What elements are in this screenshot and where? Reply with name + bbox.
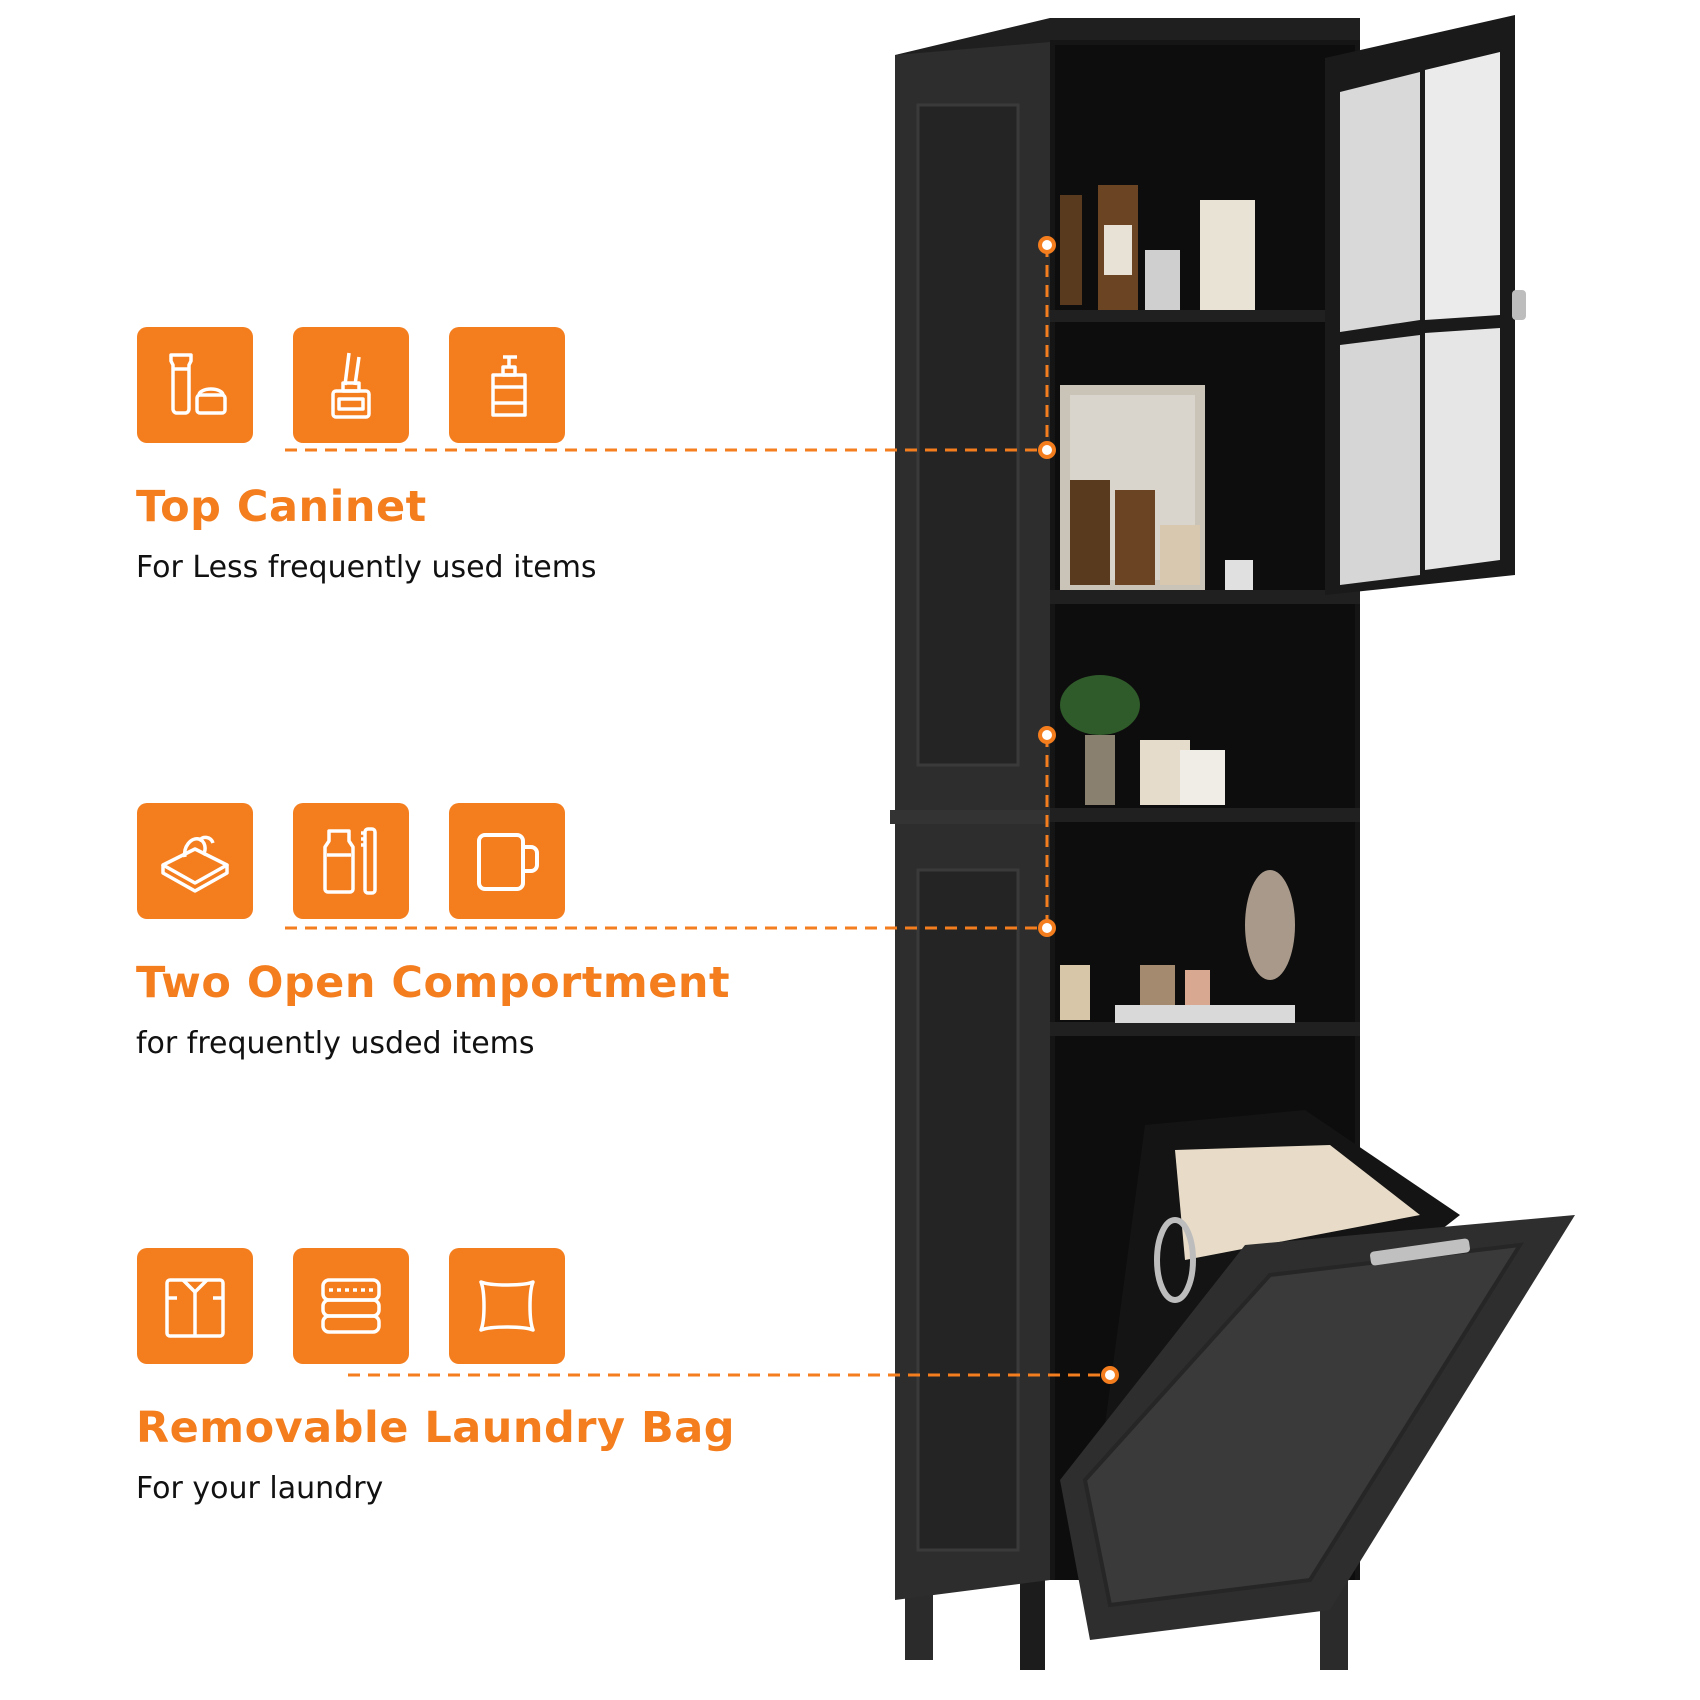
shelf-2: [1050, 590, 1360, 604]
third-shelf-items: [1060, 675, 1225, 805]
top-shelf-items: [1060, 185, 1255, 310]
side-panel-lower-recess: [916, 868, 1020, 1552]
cabinet-top: [895, 18, 1360, 55]
shelf-3: [1050, 808, 1360, 822]
callout-lines: [285, 245, 1110, 1377]
glass-door: [1325, 15, 1526, 595]
second-shelf-items: [1060, 385, 1253, 590]
shelf-4: [1050, 1022, 1360, 1036]
tilt-out-hamper-door: [1060, 1215, 1575, 1640]
side-panel-upper-recess: [916, 103, 1020, 767]
fourth-shelf-items: [1060, 870, 1295, 1023]
cabinet-middle-rail: [890, 810, 1050, 824]
callout-dots: [1038, 236, 1119, 1384]
shelf-1: [1050, 310, 1360, 322]
